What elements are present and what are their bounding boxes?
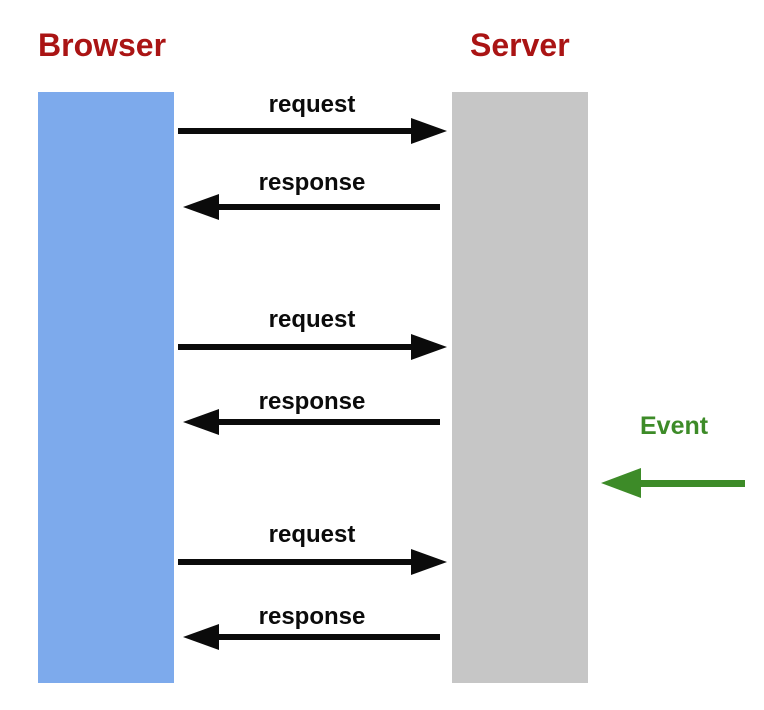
arrow-head-left-icon [183,409,219,435]
response-arrow-3 [183,624,440,650]
event-arrow [601,468,745,498]
arrow-line [178,559,417,565]
server-title: Server [470,27,570,63]
arrow-line [213,419,440,425]
message-label-response-1: response [258,169,366,196]
message-label-response-2: response [258,388,366,415]
response-arrow-2 [183,409,440,435]
arrow-head-right-icon [411,549,447,575]
request-arrow-2 [178,334,447,360]
arrow-head-left-icon [183,624,219,650]
request-arrow-1 [178,118,447,144]
arrow-head-right-icon [411,334,447,360]
arrow-head-right-icon [411,118,447,144]
event-label: Event [640,412,709,440]
request-arrow-3 [178,549,447,575]
response-arrow-1 [183,194,440,220]
message-label-request-3: request [268,521,356,548]
arrow-line [178,344,417,350]
arrow-line [633,480,745,487]
arrow-head-left-icon [183,194,219,220]
message-label-response-3: response [258,603,366,630]
message-label-request-1: request [268,91,356,118]
server-lifeline [452,92,588,683]
arrow-line [213,204,440,210]
message-label-request-2: request [268,306,356,333]
arrow-line [213,634,440,640]
browser-lifeline [38,92,174,683]
arrow-line [178,128,417,134]
browser-title: Browser [38,27,167,63]
